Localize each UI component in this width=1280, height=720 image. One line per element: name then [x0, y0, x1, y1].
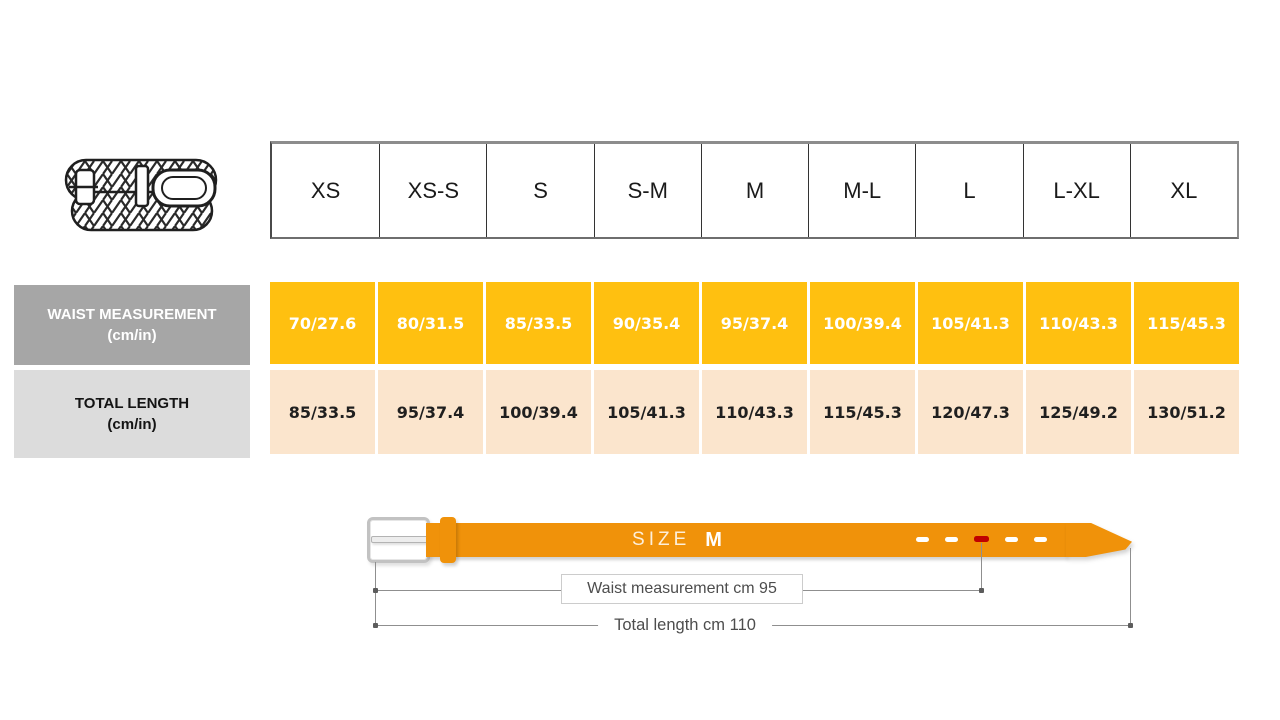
length-value-cell: 125/49.2 [1026, 370, 1131, 454]
dimension-tick [373, 623, 378, 628]
waist-value-cell: 70/27.6 [270, 282, 375, 364]
braided-belt-icon [58, 148, 228, 248]
waist-value-cell: 115/45.3 [1134, 282, 1239, 364]
length-value-cell: 120/47.3 [918, 370, 1023, 454]
belt-hole [1005, 536, 1018, 542]
length-callout-text: Total length cm 110 [614, 616, 756, 634]
dimension-tick [979, 588, 984, 593]
length-value-cell: 130/51.2 [1134, 370, 1239, 454]
waist-measurement-row-label: WAIST MEASUREMENT (cm/in) [14, 285, 250, 365]
length-value-cell: 95/37.4 [378, 370, 483, 454]
belt-tip [1066, 523, 1132, 557]
waist-measurement-callout: Waist measurement cm 95 [561, 574, 803, 604]
waist-value-cell: 85/33.5 [486, 282, 591, 364]
length-value-cell: 110/43.3 [702, 370, 807, 454]
size-column-header: S-M [593, 144, 701, 237]
waist-callout-text: Waist measurement cm 95 [587, 580, 777, 597]
size-column-header: L-XL [1022, 144, 1130, 237]
total-length-unit-text: (cm/in) [107, 416, 157, 433]
belt-size-text: SIZE M [587, 523, 767, 557]
length-value-cell: 105/41.3 [594, 370, 699, 454]
size-column-header: L [915, 144, 1022, 237]
dimension-tick [1128, 623, 1133, 628]
length-value-cell: 85/33.5 [270, 370, 375, 454]
belt-buckle-prong [371, 536, 431, 543]
waist-value-cell: 90/35.4 [594, 282, 699, 364]
belt-strap [426, 523, 1067, 557]
belt-hole-selected [974, 536, 989, 542]
belt-hole [916, 536, 929, 542]
waist-value-cell: 80/31.5 [378, 282, 483, 364]
dimension-tick [373, 588, 378, 593]
total-length-callout: Total length cm 110 [598, 613, 772, 638]
waist-value-cell: 110/43.3 [1026, 282, 1131, 364]
length-value-cell: 115/45.3 [810, 370, 915, 454]
size-column-header: M-L [808, 144, 915, 237]
belt-hole [945, 536, 958, 542]
size-column-header: M [700, 144, 808, 237]
waist-value-cell: 100/39.4 [810, 282, 915, 364]
size-column-header: XS-S [379, 144, 486, 237]
belt-hole [1034, 536, 1047, 542]
belt-keeper-loop [440, 517, 456, 563]
total-length-label-text: TOTAL LENGTH [74, 395, 190, 412]
size-column-header: XL [1129, 144, 1237, 237]
waist-value-cell: 95/37.4 [702, 282, 807, 364]
waist-measurement-label-text: WAIST MEASUREMENT [47, 306, 217, 323]
size-word: SIZE [632, 529, 691, 550]
length-value-cell: 100/39.4 [486, 370, 591, 454]
braided-belt-icon-svg [64, 158, 218, 232]
size-column-header: XS [310, 177, 341, 203]
waist-measurement-unit-text: (cm/in) [107, 327, 157, 344]
waist-value-cell: 105/41.3 [918, 282, 1023, 364]
size-value: M [705, 528, 722, 551]
dimension-vline-tip [1130, 548, 1131, 625]
size-column-header: S [486, 144, 593, 237]
belt-holes [916, 533, 1047, 545]
dimension-vline-hole [981, 543, 982, 591]
dimension-vline-buckle [375, 562, 376, 625]
total-length-row-label: TOTAL LENGTH (cm/in) [14, 370, 250, 458]
